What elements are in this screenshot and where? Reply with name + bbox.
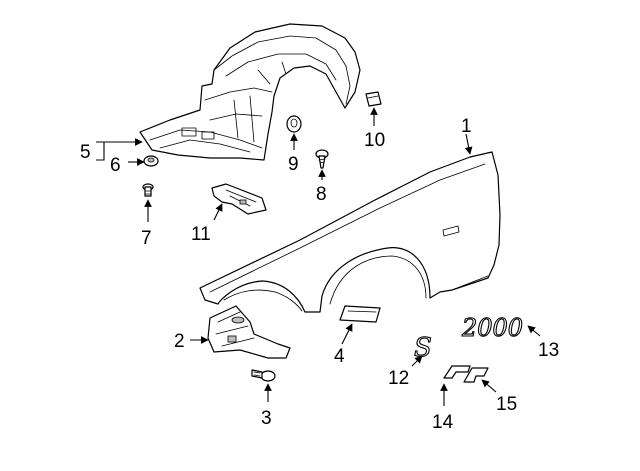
callout-1: 1 — [461, 116, 472, 137]
push-pin-part-7 — [142, 183, 154, 197]
fender-part — [199, 151, 501, 313]
screw-part-8 — [315, 149, 329, 169]
mounting-bracket-part-2 — [207, 305, 291, 359]
callout-8: 8 — [316, 184, 327, 205]
callout-2: 2 — [174, 331, 185, 352]
callout-4: 4 — [334, 346, 345, 367]
leader-1 — [464, 133, 473, 155]
emblem-2000-digits: 2000 — [461, 314, 523, 342]
callout-15: 15 — [496, 394, 517, 415]
leader-4 — [341, 323, 353, 345]
leader-5 — [96, 142, 142, 161]
callout-13: 13 — [538, 340, 559, 361]
callout-14: 14 — [432, 412, 454, 433]
callout-7: 7 — [141, 228, 152, 249]
pad-part-4 — [339, 305, 381, 323]
callout-12: 12 — [388, 368, 409, 389]
bolt-part-3 — [251, 369, 276, 382]
callout-6: 6 — [110, 155, 121, 176]
callout-9: 9 — [288, 154, 299, 175]
leader-12 — [411, 355, 423, 367]
leader-lines — [96, 107, 541, 406]
callout-3: 3 — [261, 408, 272, 429]
callout-labels: 1 5 6 7 8 9 10 11 2 3 4 12 13 14 15 — [80, 116, 559, 433]
emblem-s-letter: S — [414, 333, 432, 363]
callout-5: 5 — [80, 142, 91, 163]
callout-10: 10 — [364, 130, 385, 151]
inner-fender-liner-part — [139, 23, 361, 161]
emblem-s2000-part: S 2000 — [413, 313, 523, 363]
fender-bracket-part-11 — [211, 183, 267, 215]
callout-11: 11 — [191, 224, 211, 245]
leader-15 — [481, 379, 497, 393]
leader-11 — [213, 203, 223, 221]
clip-part-6 — [143, 155, 159, 167]
clip-part-9 — [286, 115, 302, 133]
badge-part-14 — [443, 365, 489, 383]
leader-13 — [527, 325, 541, 337]
retainer-part-10 — [365, 91, 382, 107]
